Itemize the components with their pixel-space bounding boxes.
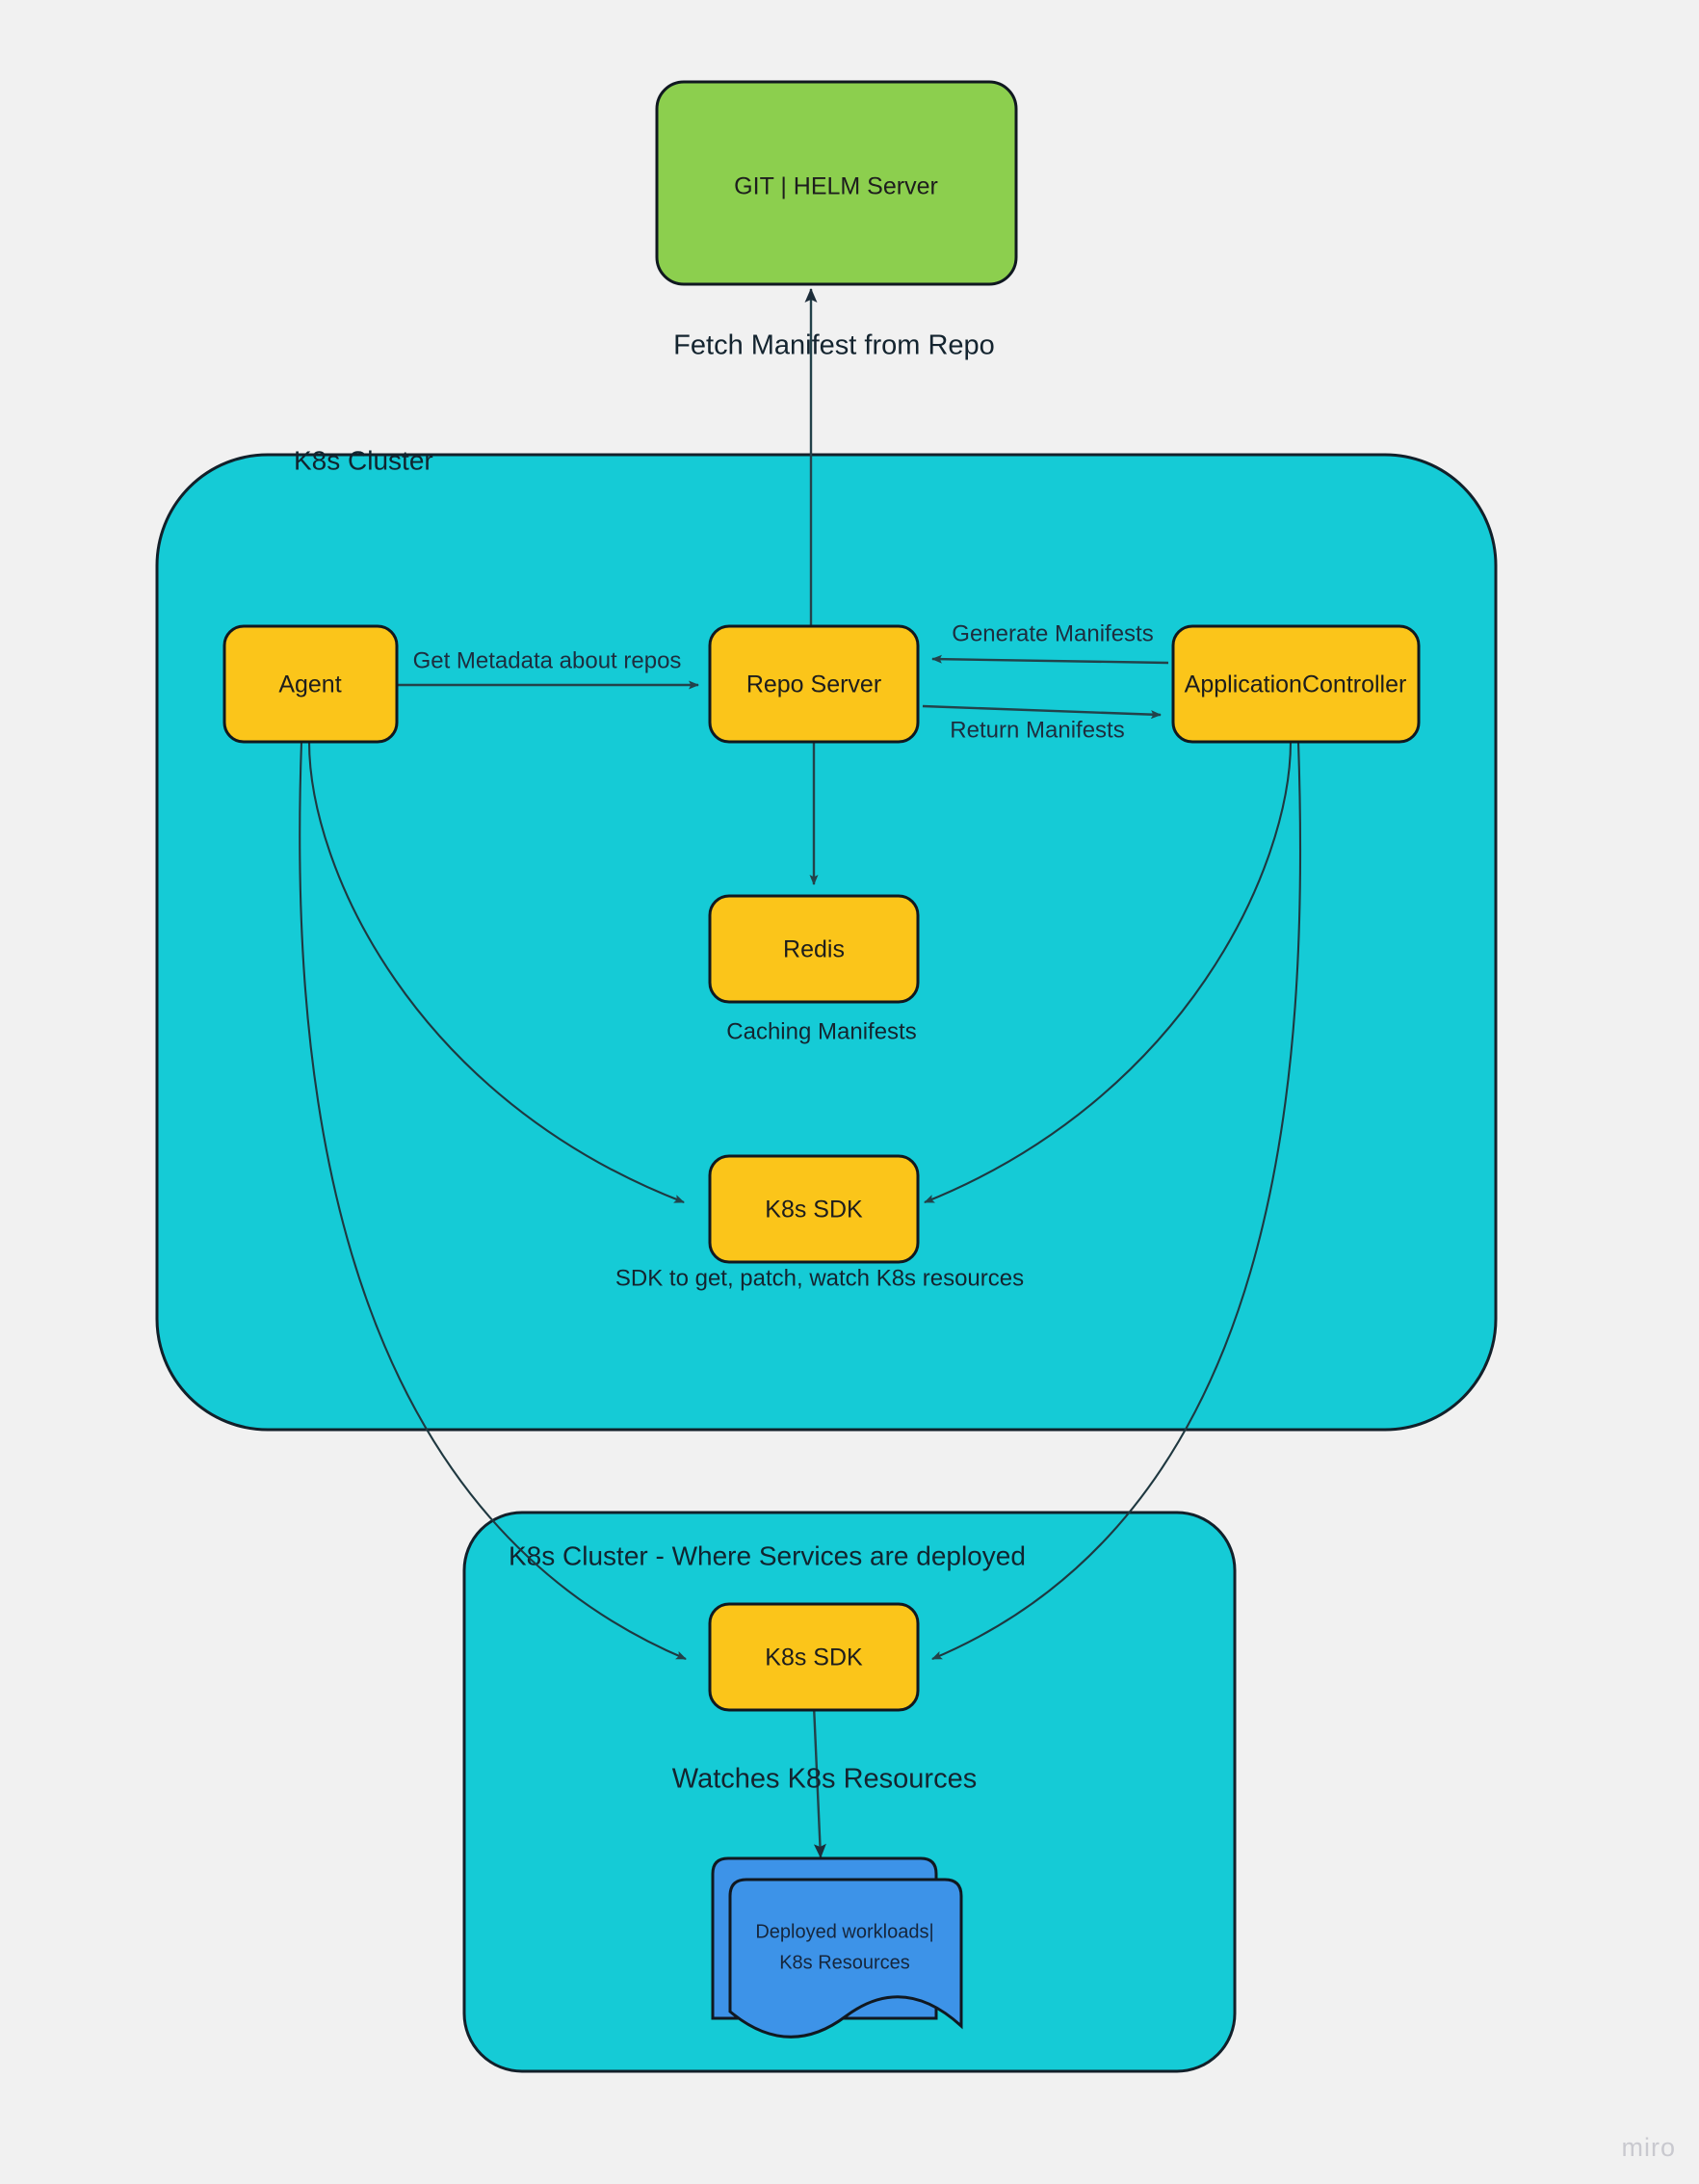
- agent-label: Agent: [278, 671, 341, 698]
- edge-label-watches-k8s-resources: Watches K8s Resources: [672, 1764, 977, 1795]
- k8s-cluster-services-container[interactable]: [462, 1511, 1237, 2073]
- redis-box[interactable]: [708, 894, 920, 1004]
- deployed-workloads-label-line1: Deployed workloads|: [755, 1921, 933, 1942]
- node-k8s-sdk-upper[interactable]: K8s SDK: [708, 1154, 920, 1264]
- edge-sdk-to-workloads-line: [812, 1704, 826, 1858]
- edge-generate-manifests-line: [931, 654, 1169, 665]
- k8s-cluster-title: K8s Cluster: [294, 445, 433, 475]
- edge-appctrl-to-sdk-upper-line: [924, 741, 1293, 1203]
- edge-appctrl-to-sdk-upper[interactable]: [924, 741, 1293, 1203]
- node-redis[interactable]: Redis: [708, 894, 920, 1004]
- node-application-controller[interactable]: ApplicationController: [1171, 624, 1421, 744]
- group-k8s-cluster-services[interactable]: K8s Cluster - Where Services are deploye…: [462, 1511, 1237, 2073]
- node-deployed-workloads[interactable]: Deployed workloads| K8s Resources: [711, 1856, 963, 2039]
- edge-agent-to-sdk-upper[interactable]: [307, 741, 685, 1203]
- node-k8s-sdk-lower[interactable]: K8s SDK: [708, 1602, 920, 1712]
- node-repo-server[interactable]: Repo Server: [708, 624, 920, 744]
- edge-label-generate-manifests: Generate Manifests: [952, 620, 1153, 646]
- node-agent[interactable]: Agent: [222, 624, 399, 744]
- edge-return-manifests-line: [922, 704, 1162, 720]
- repo-server-box[interactable]: [708, 624, 920, 744]
- edge-return-manifests[interactable]: [922, 704, 1162, 720]
- k8s-sdk-lower-box[interactable]: [708, 1602, 920, 1712]
- git-helm-server-label: GIT | HELM Server: [734, 173, 938, 200]
- caption-sdk-description: SDK to get, patch, watch K8s resources: [615, 1265, 1024, 1291]
- miro-watermark: miro: [1621, 2133, 1676, 2162]
- deployed-workloads-label-line2: K8s Resources: [779, 1952, 910, 1973]
- application-controller-box[interactable]: [1171, 624, 1421, 744]
- edge-label-fetch-manifest: Fetch Manifest from Repo: [673, 330, 995, 361]
- application-controller-label: ApplicationController: [1185, 671, 1407, 698]
- edge-appctrl-to-sdk-lower-line: [931, 741, 1302, 1660]
- edge-generate-manifests[interactable]: [931, 654, 1169, 665]
- k8s-sdk-upper-box[interactable]: [708, 1154, 920, 1264]
- caption-caching-manifests: Caching Manifests: [726, 1018, 916, 1044]
- edge-appctrl-to-sdk-lower[interactable]: [931, 741, 1302, 1660]
- repo-server-label: Repo Server: [746, 671, 881, 698]
- edge-label-return-manifests: Return Manifests: [950, 717, 1124, 743]
- k8s-sdk-upper-label: K8s SDK: [765, 1197, 863, 1224]
- k8s-sdk-lower-label: K8s SDK: [765, 1645, 863, 1671]
- edge-agent-to-sdk-lower[interactable]: [299, 741, 687, 1660]
- node-git-helm-server[interactable]: GIT | HELM Server: [655, 80, 1018, 286]
- git-helm-server-box[interactable]: [655, 80, 1018, 286]
- edge-sdk-to-workloads[interactable]: [812, 1704, 826, 1858]
- edge-label-get-metadata: Get Metadata about repos: [413, 647, 682, 673]
- edge-agent-to-sdk-lower-line: [299, 741, 687, 1660]
- k8s-cluster-services-title: K8s Cluster - Where Services are deploye…: [509, 1540, 1026, 1570]
- deployed-workloads-front-sheet[interactable]: [728, 1878, 963, 2039]
- edge-agent-to-sdk-upper-line: [307, 741, 685, 1203]
- redis-label: Redis: [783, 936, 845, 963]
- agent-box[interactable]: [222, 624, 399, 744]
